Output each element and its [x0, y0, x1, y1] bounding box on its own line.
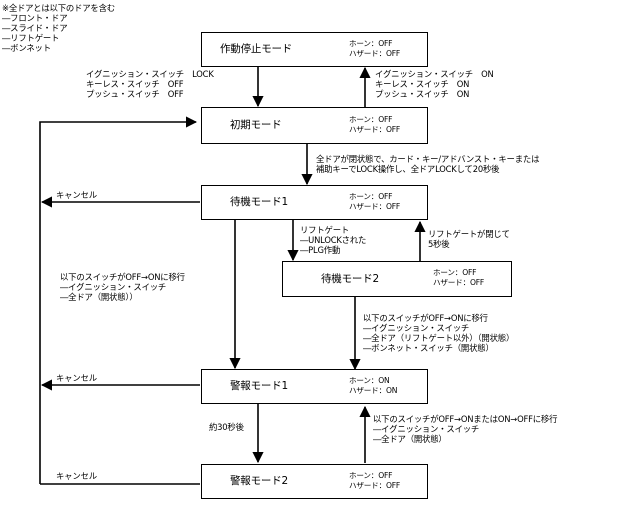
horn-status: ホーン：ON	[349, 376, 390, 385]
mode-status: ホーン：ON ハザード：ON	[349, 376, 397, 396]
condition-line: リフトゲートが閉じて	[428, 229, 510, 239]
mode-box-stop: 作動停止モード ホーン：OFF ハザード：OFF	[201, 32, 428, 67]
mode-name: 警報モード1	[230, 380, 288, 392]
condition-line: ―イグニッション・スイッチ	[373, 424, 480, 434]
condition-line: 5秒後	[428, 239, 450, 249]
condition-line: キーレス・スイッチ OFF	[86, 79, 184, 89]
mode-box-standby1: 待機モード1 ホーン：OFF ハザード：OFF	[201, 185, 428, 220]
mode-name: 警報モード2	[230, 475, 288, 487]
note-line: ―フロント・ドア	[2, 13, 68, 23]
cancel-label-alarm1: キャンセル	[56, 373, 97, 383]
condition-line: ―全ドア（開状態）	[373, 434, 447, 444]
label-alarm1-to-alarm2: 約30秒後	[209, 422, 244, 432]
mode-status: ホーン：OFF ハザード：OFF	[433, 268, 484, 288]
horn-status: ホーン：OFF	[349, 471, 393, 480]
label-standby2-to-standby1: リフトゲートが閉じて 5秒後	[428, 229, 510, 249]
condition-line: プッシュ・スイッチ OFF	[86, 89, 184, 99]
label-standby2-to-alarm1: 以下のスイッチがOFF→ONに移行 ―イグニッション・スイッチ ―全ドア（リフト…	[363, 313, 514, 353]
cancel-label-alarm2: キャンセル	[56, 471, 97, 481]
note-all-doors: ※全ドアとは以下のドアを含む ―フロント・ドア ―スライド・ドア ―リフトゲート…	[2, 3, 115, 53]
condition-line: 以下のスイッチがOFF→ONに移行	[363, 313, 488, 323]
mode-status: ホーン：OFF ハザード：OFF	[349, 192, 400, 212]
hazard-status: ハザード：OFF	[433, 278, 485, 287]
hazard-status: ハザード：ON	[349, 386, 398, 395]
condition-line: 以下のスイッチがOFF→ONに移行	[60, 272, 185, 282]
condition-line: キーレス・スイッチ ON	[375, 79, 470, 89]
condition-line: 以下のスイッチがOFF→ONまたはON→OFFに移行	[373, 414, 558, 424]
label-stop-to-initial: イグニッション・スイッチ LOCK キーレス・スイッチ OFF プッシュ・スイッ…	[86, 69, 214, 99]
mode-status: ホーン：OFF ハザード：OFF	[349, 39, 400, 59]
label-initial-to-standby1: 全ドアが閉状態で、カード・キー/アドバンスト・キーまたは 補助キーでLOCK操作…	[316, 154, 539, 174]
label-standby1-to-standby2: リフトゲート ―UNLOCKされた ―PLG作動	[300, 225, 366, 255]
label-initial-to-stop: イグニッション・スイッチ ON キーレス・スイッチ ON プッシュ・スイッチ O…	[375, 69, 494, 99]
mode-name: 待機モード2	[321, 273, 379, 285]
horn-status: ホーン：OFF	[349, 39, 393, 48]
condition-line: ―イグニッション・スイッチ	[60, 282, 167, 292]
note-line: ―ボンネット	[2, 43, 51, 53]
mode-name: 待機モード1	[230, 196, 288, 208]
condition-line: イグニッション・スイッチ ON	[375, 69, 494, 79]
mode-status: ホーン：OFF ハザード：OFF	[349, 115, 400, 135]
mode-box-alarm1: 警報モード1 ホーン：ON ハザード：ON	[201, 369, 428, 404]
condition-line: プッシュ・スイッチ ON	[375, 89, 470, 99]
hazard-status: ハザード：OFF	[349, 202, 401, 211]
label-alarm2-to-alarm1: 以下のスイッチがOFF→ONまたはON→OFFに移行 ―イグニッション・スイッチ…	[373, 414, 557, 444]
mode-status: ホーン：OFF ハザード：OFF	[349, 471, 400, 491]
horn-status: ホーン：OFF	[433, 268, 477, 277]
cancel-label-standby1: キャンセル	[56, 190, 97, 200]
hazard-status: ハザード：OFF	[349, 49, 401, 58]
note-line: ―リフトゲート	[2, 33, 60, 43]
cancel-return-line	[39, 116, 198, 484]
condition-line: ―ボンネット・スイッチ（開状態）	[363, 343, 494, 353]
condition-line: ―UNLOCKされた	[300, 235, 367, 245]
horn-status: ホーン：OFF	[349, 192, 393, 201]
condition-line: ―全ドア（開状態））	[60, 292, 138, 302]
mode-box-standby2: 待機モード2 ホーン：OFF ハザード：OFF	[282, 261, 512, 297]
condition-line: ―イグニッション・スイッチ	[363, 323, 470, 333]
condition-line: ―全ドア（リフトゲート以外）（開状態）	[363, 333, 515, 343]
label-standby1-to-alarm1: 以下のスイッチがOFF→ONに移行 ―イグニッション・スイッチ ―全ドア（開状態…	[60, 272, 185, 302]
condition-line: イグニッション・スイッチ LOCK	[86, 69, 214, 79]
mode-box-initial: 初期モード ホーン：OFF ハザード：OFF	[201, 107, 428, 144]
mode-name: 作動停止モード	[220, 43, 293, 55]
horn-status: ホーン：OFF	[349, 115, 393, 124]
condition-line: ―PLG作動	[300, 245, 341, 255]
mode-name: 初期モード	[230, 119, 282, 131]
condition-line: 全ドアが閉状態で、カード・キー/アドバンスト・キーまたは	[316, 154, 540, 164]
mode-box-alarm2: 警報モード2 ホーン：OFF ハザード：OFF	[201, 464, 428, 499]
hazard-status: ハザード：OFF	[349, 125, 401, 134]
condition-line: 補助キーでLOCK操作し、全ドアLOCKして20秒後	[316, 164, 500, 174]
hazard-status: ハザード：OFF	[349, 481, 401, 490]
condition-line: リフトゲート	[300, 225, 350, 235]
note-line: ※全ドアとは以下のドアを含む	[2, 3, 115, 13]
note-line: ―スライド・ドア	[2, 23, 68, 33]
